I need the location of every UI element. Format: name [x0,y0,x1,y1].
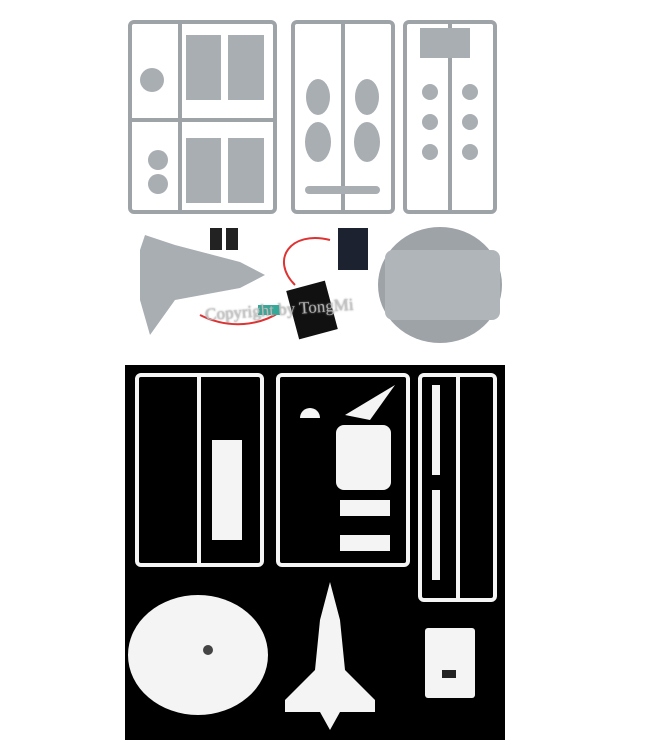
white-shuttle [285,582,375,730]
white-bracket [425,628,475,698]
white-sprues [135,373,497,602]
circuit-board [258,305,280,315]
solar-panel [338,228,368,270]
white-parts [128,385,475,730]
wire [283,237,331,286]
gray-shuttle [140,235,265,335]
gray-panels [140,35,264,203]
gray-sprue-middle [291,20,395,214]
battery-box [286,280,338,340]
gray-sprue-left [128,20,277,214]
white-base [128,595,268,715]
